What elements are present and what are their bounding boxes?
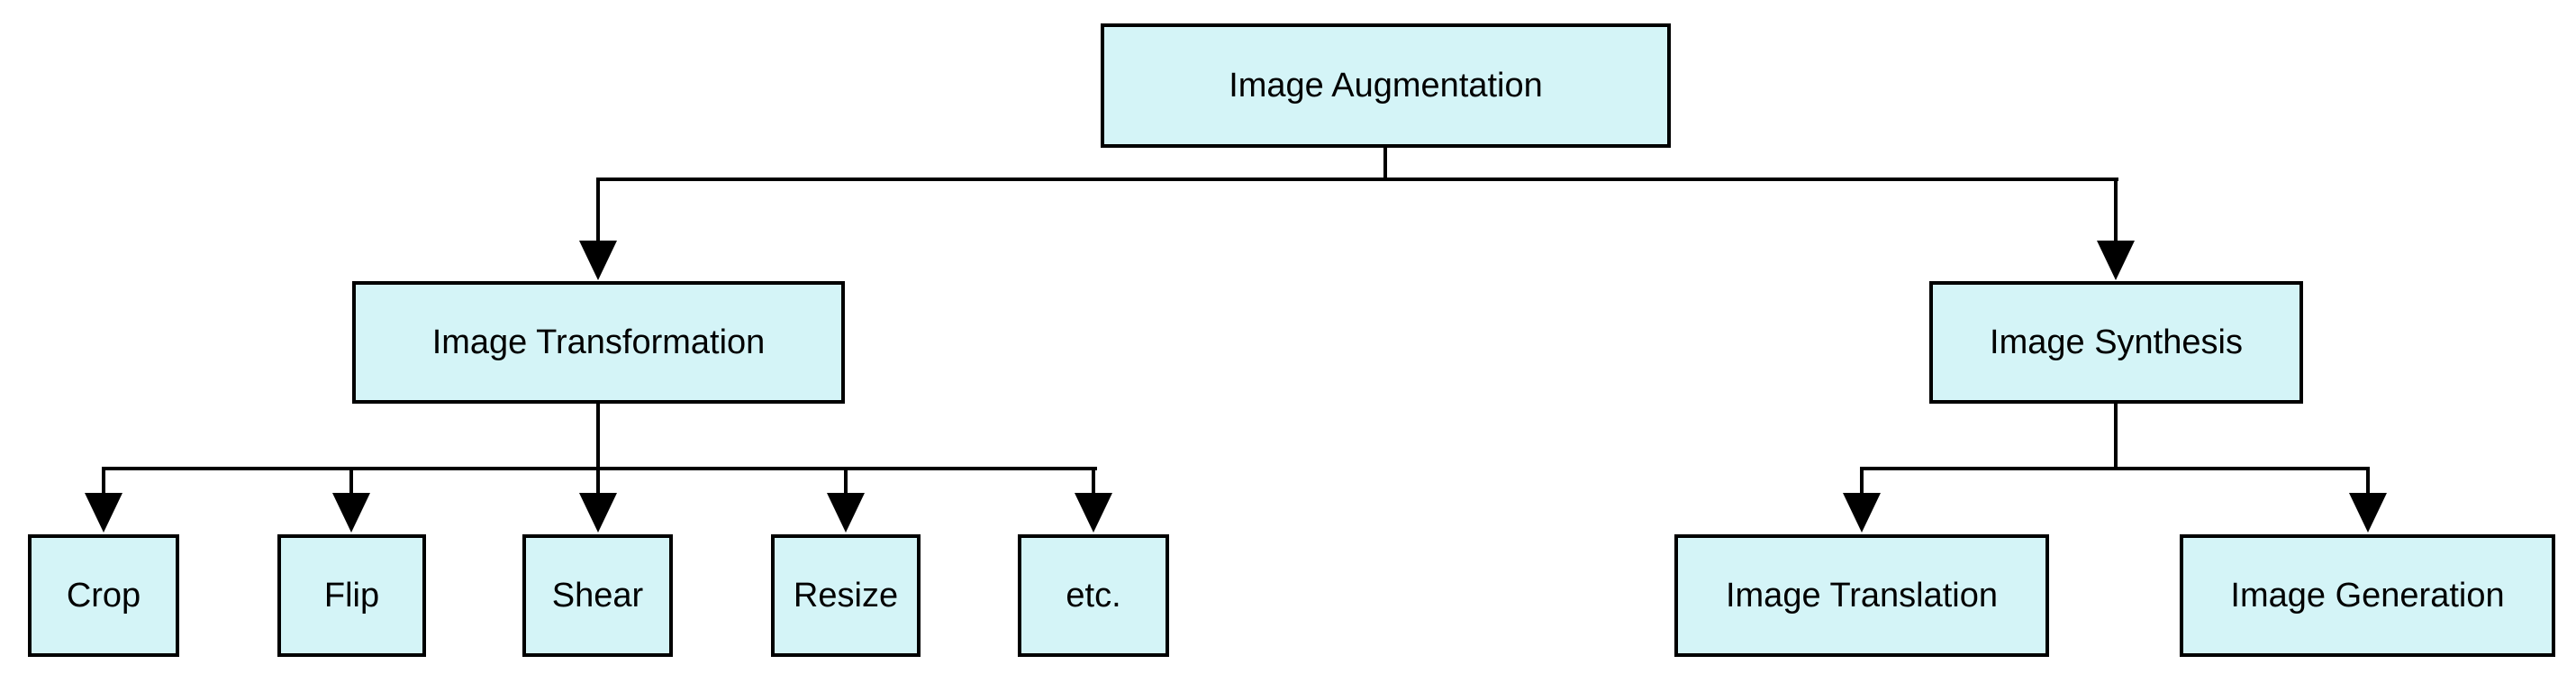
arrowhead-transformation <box>579 241 617 280</box>
edge-drop-crop <box>102 467 105 496</box>
edge-synthesis-stub <box>2114 402 2118 470</box>
node-resize: Resize <box>771 534 921 657</box>
edge-drop-shear <box>596 467 600 496</box>
edge-drop-transformation <box>596 178 600 244</box>
node-flip-label: Flip <box>323 577 380 615</box>
edge-root-stub <box>1383 146 1387 181</box>
node-image-synthesis: Image Synthesis <box>1929 281 2303 404</box>
arrowhead-crop <box>85 493 122 533</box>
node-image-translation-label: Image Translation <box>1725 577 1999 615</box>
arrowhead-generation <box>2349 493 2387 533</box>
node-image-transformation-label: Image Transformation <box>431 323 766 361</box>
arrowhead-shear <box>579 493 617 533</box>
arrowhead-flip <box>332 493 370 533</box>
node-image-augmentation-label: Image Augmentation <box>1229 67 1543 105</box>
node-image-generation: Image Generation <box>2180 534 2555 657</box>
node-flip: Flip <box>277 534 426 657</box>
edge-drop-resize <box>844 467 848 496</box>
node-shear-label: Shear <box>551 577 644 615</box>
edge-drop-etc <box>1092 467 1095 496</box>
arrowhead-resize <box>827 493 865 533</box>
edge-drop-translation <box>1860 467 1864 496</box>
arrowhead-etc <box>1075 493 1112 533</box>
node-etc: etc. <box>1018 534 1169 657</box>
node-image-transformation: Image Transformation <box>352 281 845 404</box>
edge-level1-rail <box>596 178 2118 181</box>
node-image-generation-label: Image Generation <box>2230 577 2505 615</box>
edge-drop-generation <box>2366 467 2370 496</box>
node-image-synthesis-label: Image Synthesis <box>1990 323 2243 361</box>
node-resize-label: Resize <box>793 577 899 615</box>
node-image-translation: Image Translation <box>1674 534 2049 657</box>
node-shear: Shear <box>522 534 673 657</box>
node-crop: Crop <box>28 534 179 657</box>
node-image-augmentation: Image Augmentation <box>1101 23 1671 148</box>
arrowhead-synthesis <box>2097 241 2135 280</box>
edge-drop-synthesis <box>2114 178 2118 244</box>
edge-drop-flip <box>349 467 353 496</box>
arrowhead-translation <box>1843 493 1881 533</box>
edge-synthesis-rail <box>1860 467 2370 470</box>
node-crop-label: Crop <box>66 577 141 615</box>
edge-transformation-stub <box>596 402 600 470</box>
node-etc-label: etc. <box>1066 577 1121 615</box>
